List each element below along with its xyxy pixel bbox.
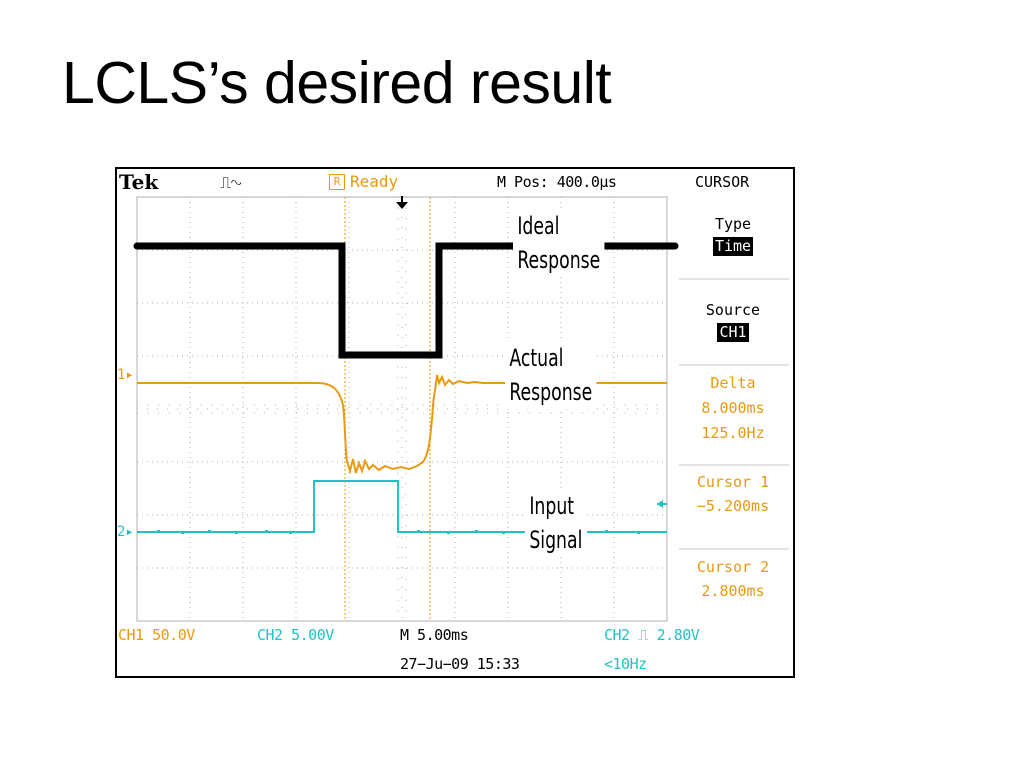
status-mark: R — [329, 174, 345, 190]
oscilloscope-screenshot: 1▸ 2▸ Tek ⎍∿ R Ready M Pos: 400.0μs CURSO… — [115, 167, 795, 678]
trigger-position-marker — [396, 202, 408, 209]
menu-source[interactable]: Source CH1 — [673, 299, 793, 343]
ideal-response-trace — [133, 242, 679, 359]
menu-delta-time: 8.000ms — [701, 399, 765, 417]
menu-cursor-2-label: Cursor 2 — [696, 558, 770, 576]
menu-type-label: Type — [714, 215, 752, 233]
menu-type-value: Time — [712, 237, 754, 256]
menu-cursor-2[interactable]: Cursor 2 2.800ms — [673, 555, 793, 603]
annotation-actual-line1: Actual — [509, 344, 564, 372]
trigger-readout: CH2 ⎍ 2.80V — [604, 626, 700, 644]
menu-delta-label: Delta — [710, 374, 756, 392]
graticule-ticks — [137, 197, 667, 621]
trigger-type-icon: ⎍∿ — [220, 173, 242, 192]
waveform-display: 1▸ 2▸ — [117, 196, 789, 622]
ch1-ground-marker: 1▸ — [117, 367, 134, 383]
menu-cursor-1[interactable]: Cursor 1 −5.200ms — [673, 470, 793, 518]
acquisition-status: R Ready — [329, 170, 398, 194]
annotation-ideal-line1: Ideal — [517, 212, 560, 240]
slide-title: LCLS’s desired result — [62, 50, 612, 116]
menu-type[interactable]: Type Time — [673, 213, 793, 257]
menu-cursor-1-label: Cursor 1 — [696, 473, 770, 491]
horizontal-position-readout: M Pos: 400.0μs — [497, 173, 617, 191]
date-time-readout: 27−Ju−09 15:33 — [400, 655, 520, 673]
menu-title: CURSOR — [695, 173, 750, 191]
cursor-menu: Type Time Source CH1 Delta 8.000ms 125.0… — [673, 193, 793, 626]
annotation-actual-line2: Response — [509, 378, 593, 406]
menu-delta-freq: 125.0Hz — [701, 424, 765, 442]
status-text: Ready — [350, 172, 399, 191]
menu-source-value: CH1 — [717, 323, 749, 342]
menu-cursor-1-value: −5.200ms — [696, 497, 770, 515]
annotation-input-line1: Input — [529, 492, 575, 520]
annotation-ideal-response: Ideal Response — [513, 209, 605, 277]
annotation-input-line2: Signal — [529, 526, 583, 554]
menu-source-label: Source — [705, 301, 761, 319]
annotation-actual-response: Actual Response — [505, 341, 597, 409]
ch2-trace-noise — [157, 530, 640, 534]
brand-logo: Tek — [119, 170, 159, 194]
ch2-scale-readout: CH2 5.00V — [257, 626, 334, 644]
annotation-ideal-line2: Response — [517, 246, 601, 274]
frequency-readout: <10Hz — [604, 655, 647, 673]
ch1-scale-readout: CH1 50.0V — [118, 626, 195, 644]
menu-delta: Delta 8.000ms 125.0Hz — [673, 371, 793, 446]
timebase-readout: M 5.00ms — [400, 626, 469, 644]
annotation-input-signal: Input Signal — [525, 489, 587, 557]
ch2-input-signal-trace — [137, 480, 667, 533]
graticule-center-axes — [137, 197, 667, 621]
ch2-ground-marker: 2▸ — [117, 524, 134, 540]
ch1-actual-response-trace — [137, 374, 667, 475]
menu-cursor-2-value: 2.800ms — [701, 582, 765, 600]
